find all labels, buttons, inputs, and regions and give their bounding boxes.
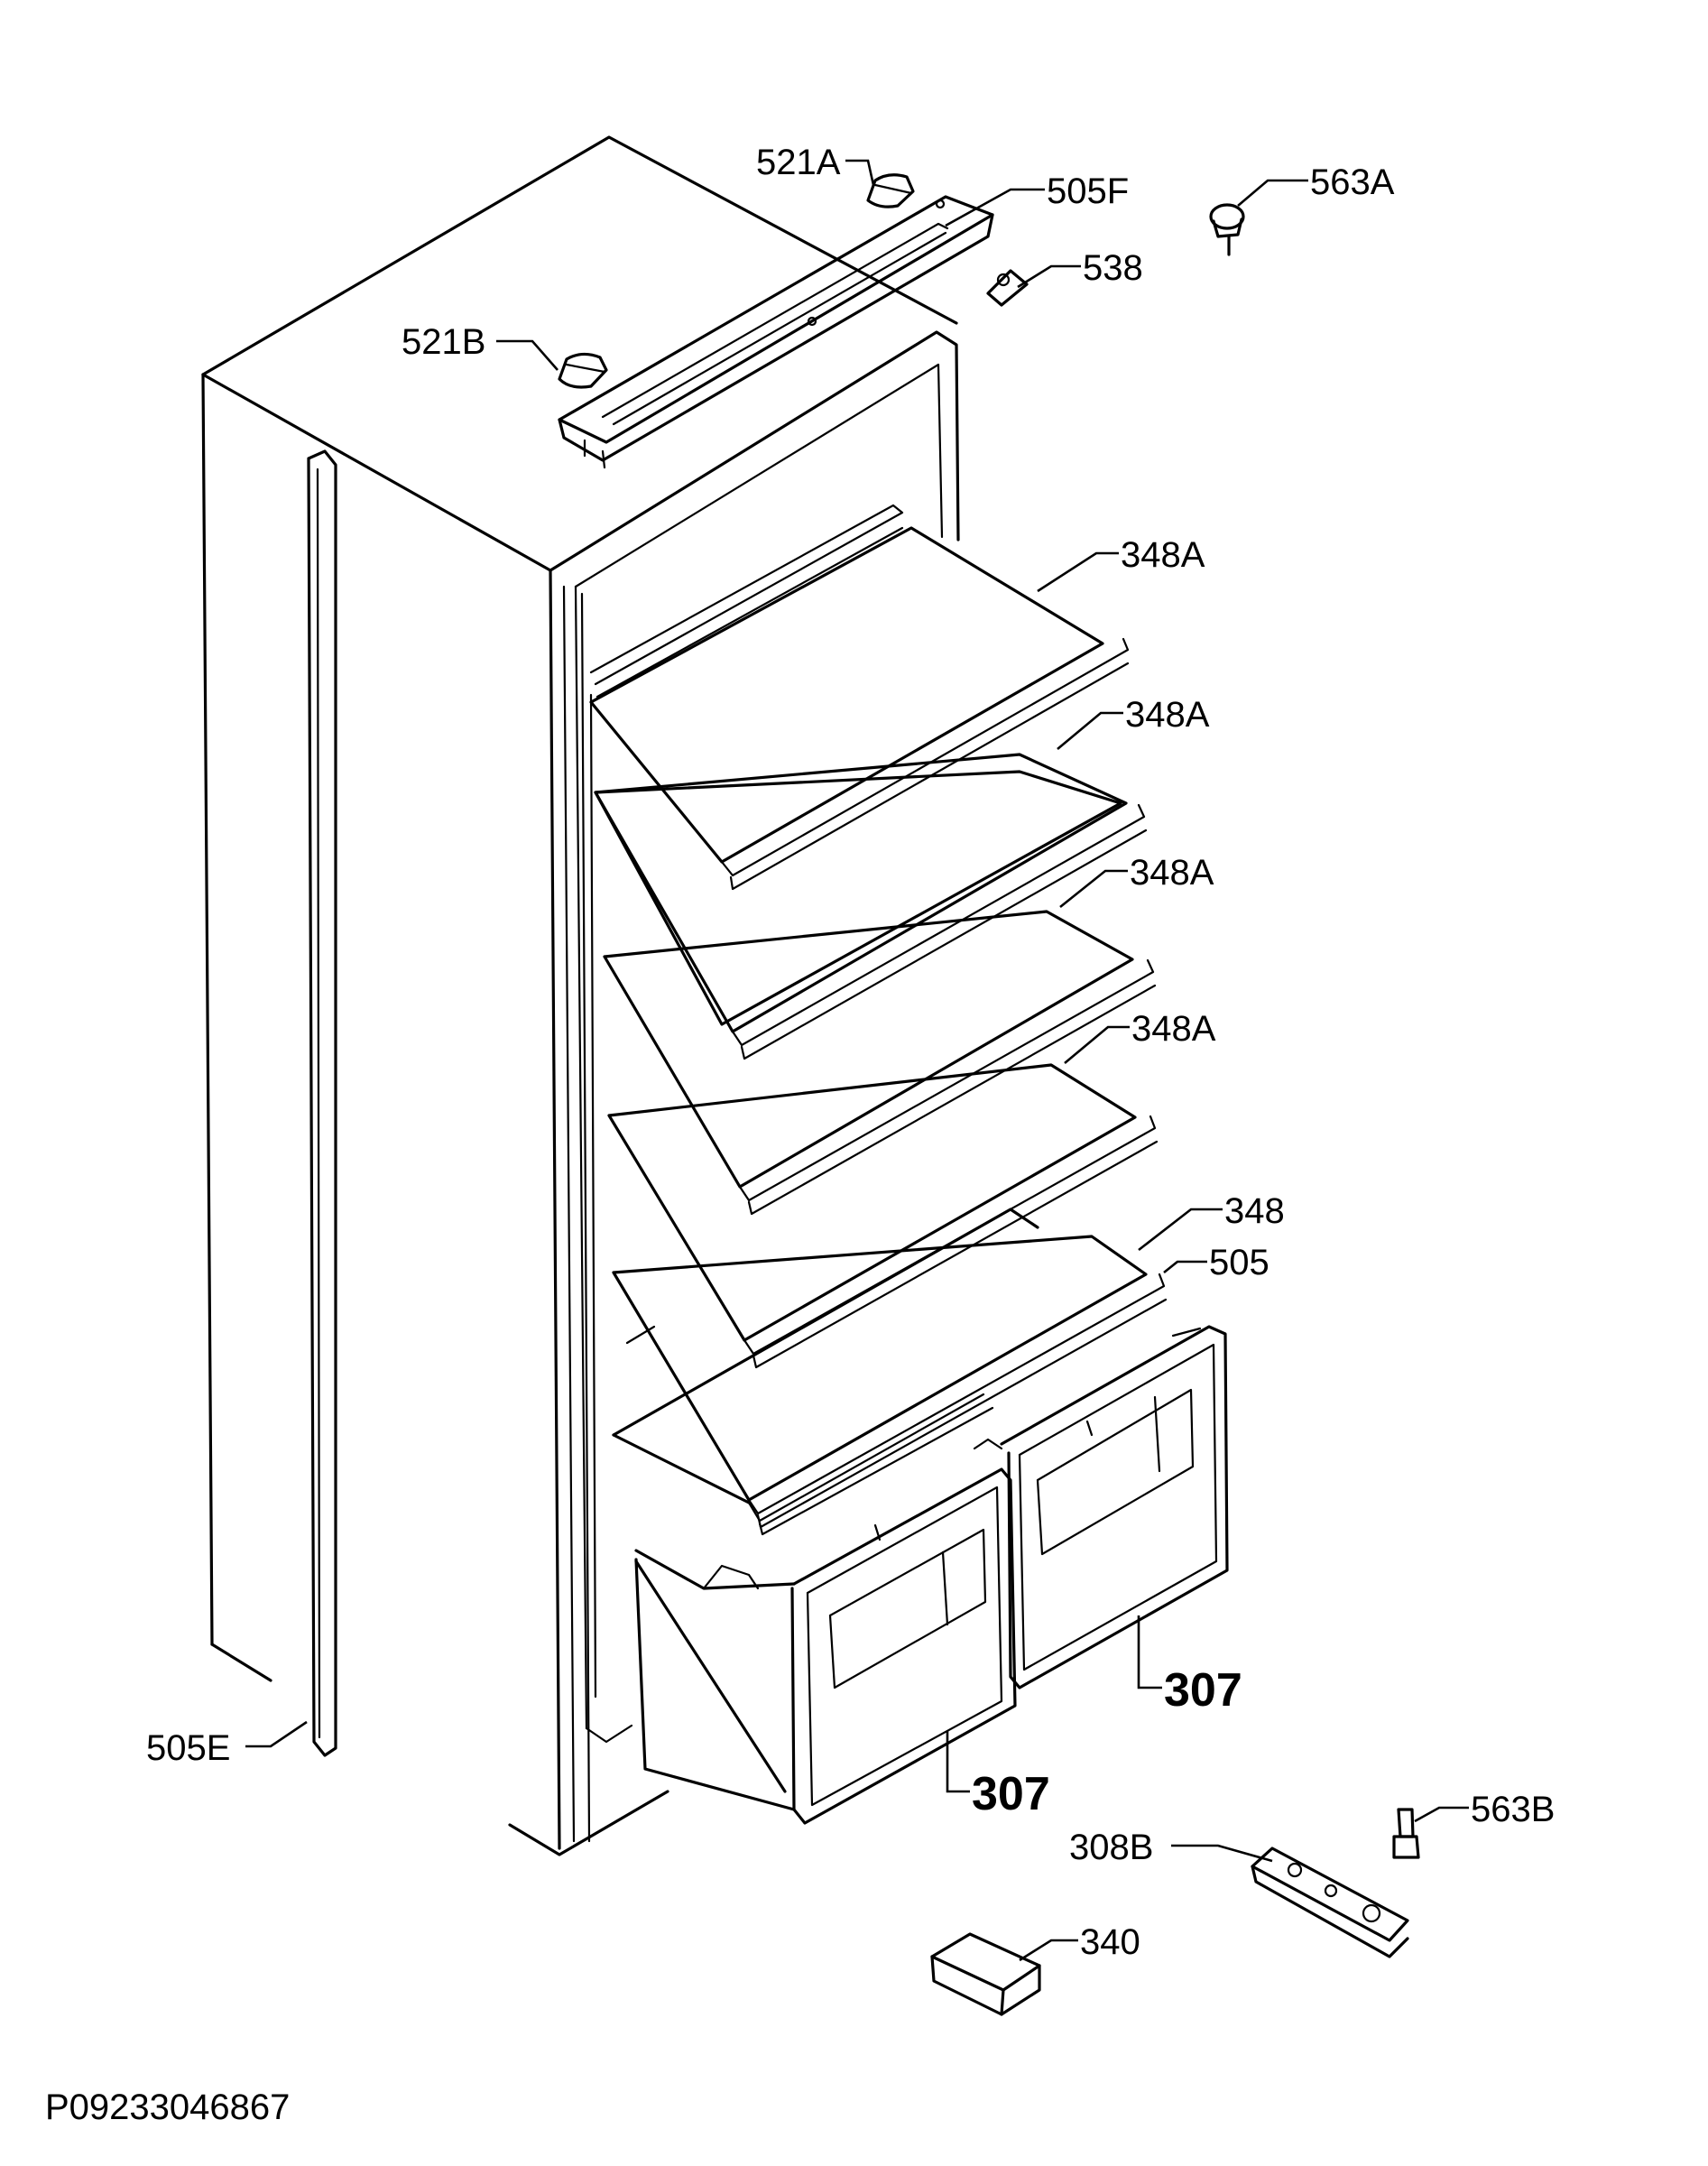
part-521a-cap [866, 173, 915, 208]
document-id: P09233046867 [45, 2087, 290, 2127]
label-538: 538 [1083, 248, 1143, 288]
label-505e: 505E [146, 1728, 230, 1768]
label-340: 340 [1080, 1922, 1140, 1962]
part-308b-hinge-plate [1251, 1847, 1409, 1958]
top-rail-505f [558, 195, 994, 469]
label-348a-1: 348A [1121, 535, 1205, 575]
part-563b-screw [1392, 1808, 1420, 1859]
label-505f: 505F [1047, 171, 1129, 211]
door-gasket-strip [307, 449, 337, 1757]
crisper-drawers [634, 1325, 1229, 1825]
label-348: 348 [1224, 1191, 1285, 1231]
label-348a-2: 348A [1125, 695, 1210, 735]
part-563a-screw [1209, 203, 1245, 256]
label-563b: 563B [1471, 1790, 1555, 1829]
part-521b-cap [558, 352, 608, 389]
label-563a: 563A [1310, 162, 1395, 202]
part-labels: 521A 505F 563A 538 521B 348A 348A 348A 3… [146, 143, 1555, 1962]
glass-shelves [589, 526, 1168, 1536]
label-308b: 308B [1069, 1828, 1153, 1867]
label-307-right: 307 [1164, 1664, 1242, 1717]
label-521b: 521B [402, 322, 485, 362]
label-307-left: 307 [972, 1768, 1050, 1820]
part-538-bracket [986, 269, 1029, 307]
cabinet-body [201, 135, 960, 1856]
label-521a: 521A [756, 143, 841, 182]
label-505: 505 [1209, 1243, 1269, 1282]
part-340-box [930, 1932, 1041, 2016]
leader-lines [245, 159, 1469, 1962]
label-348a-3: 348A [1130, 853, 1214, 893]
label-348a-4: 348A [1131, 1009, 1216, 1049]
